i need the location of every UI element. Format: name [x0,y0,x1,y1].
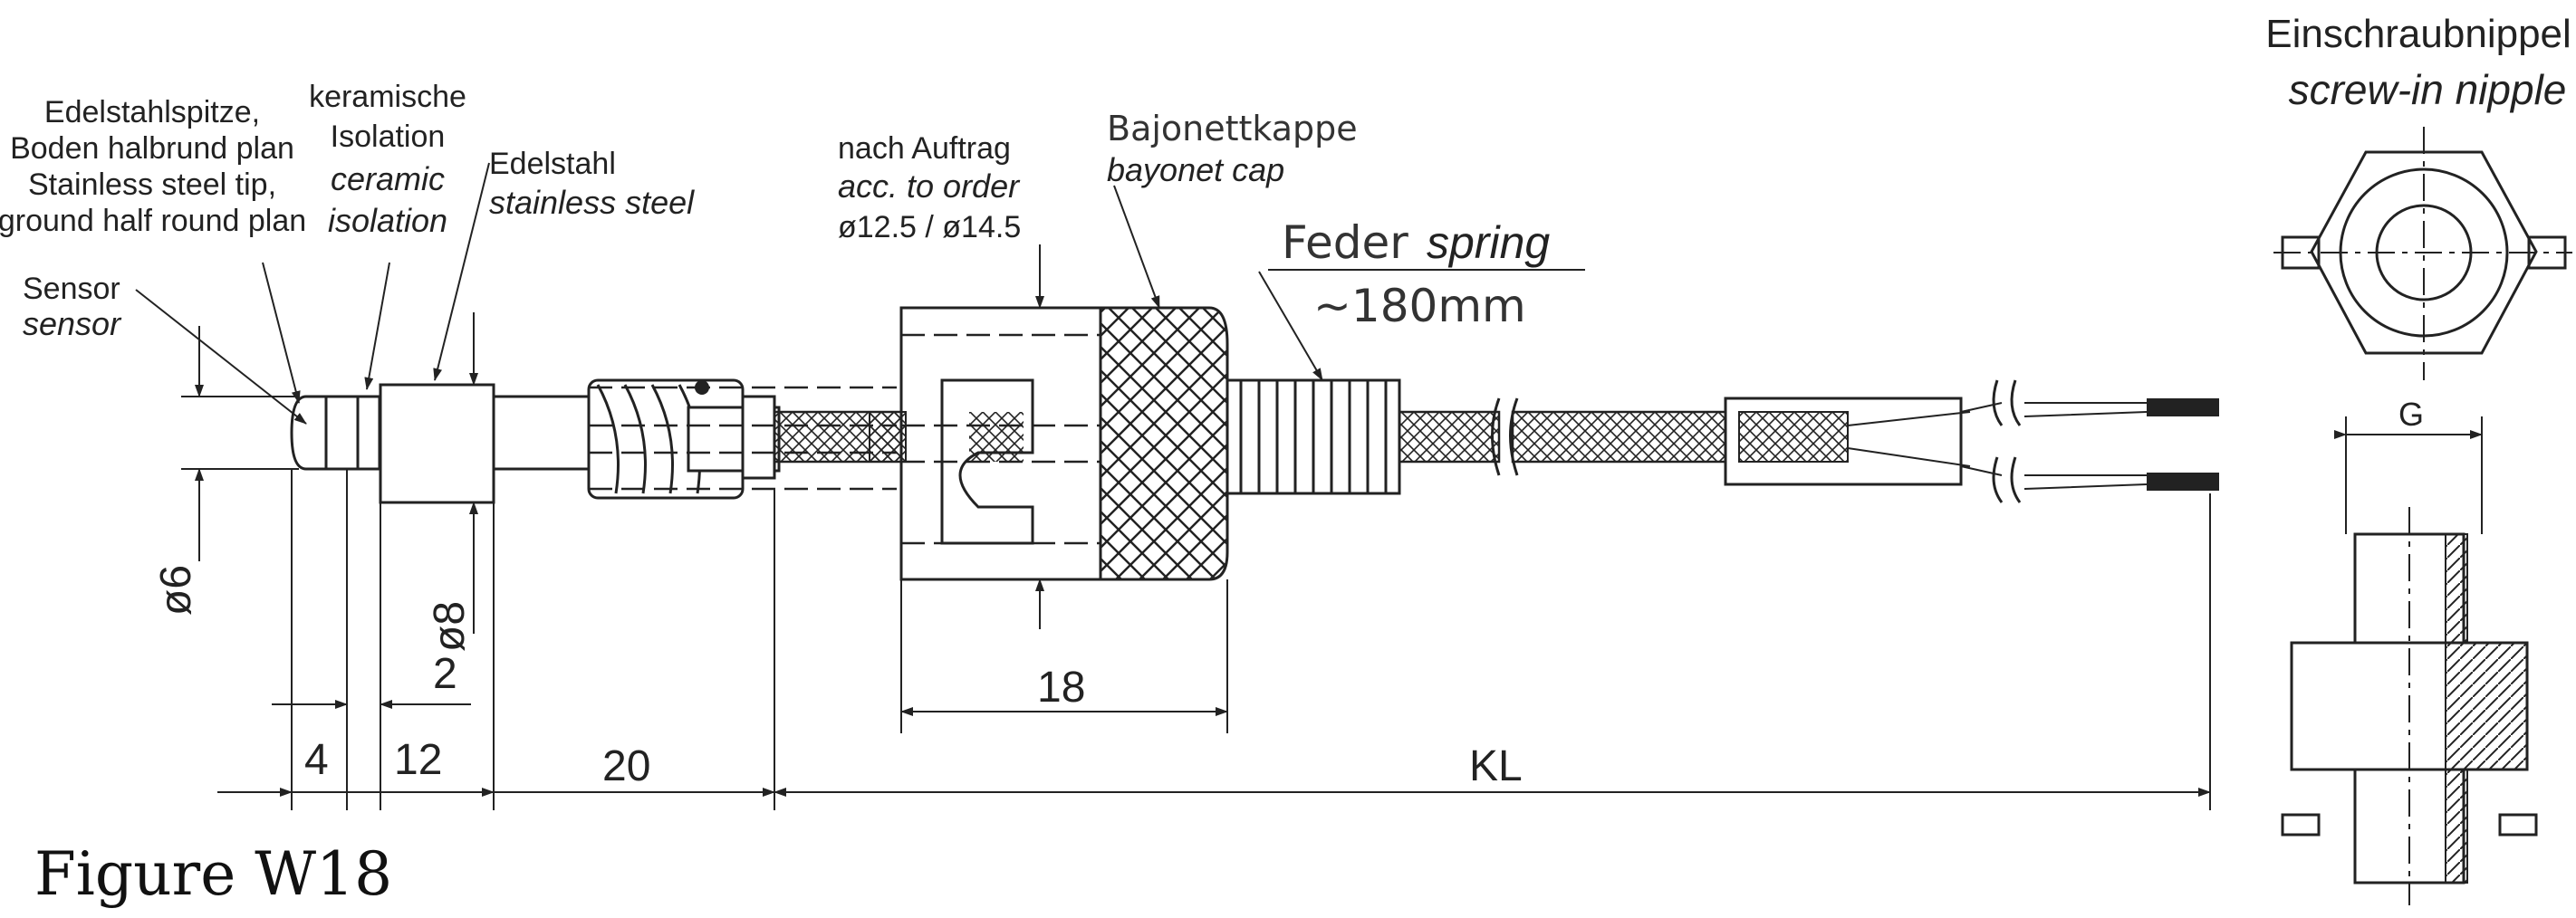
order-label-de: nach Auftrag [838,131,1011,166]
bayonet-body [899,306,1102,581]
steel-label-en: stainless steel [489,184,695,221]
dim-dia-8: ø8 [426,601,474,652]
dim-2: 2 [433,650,457,698]
dimension-lines [135,162,2211,810]
steel-label-de: Edelstahl [489,147,616,181]
tip-label-en-1: Stainless steel tip, [28,167,276,202]
dim-g: G [2398,396,2424,433]
sensor-label-en: sensor [23,305,122,342]
stainless-tip [290,395,326,471]
ceramic-label-en-2: isolation [328,202,447,239]
tip-label-de-2: Boden halbrund plan [10,131,294,166]
annotation-labels: Edelstahlspitze, Boden halbrund plan Sta… [0,12,2571,342]
ceramic-label-en-1: ceramic [331,160,445,197]
figure-caption: Figure W18 [34,839,392,909]
bayonet-cap [869,306,1229,581]
wire-end-2 [2147,473,2219,491]
dim-kl: KL [1469,742,1523,790]
ceramic-label-de-2: Isolation [331,120,446,154]
nipple-label-en: screw-in nipple [2289,66,2567,113]
dim-dia-6: ø6 [152,565,200,616]
bayonet-label-en: bayonet cap [1107,151,1284,188]
dimension-values: ø6 ø8 2 4 12 20 18 KL G [152,396,2424,790]
spring-label-en: spring [1427,217,1550,268]
braided-cable-2 [1511,410,1741,464]
dim-20: 20 [602,742,650,790]
order-label-en: acc. to order [838,167,1021,205]
sensor-label-de: Sensor [23,272,120,306]
tip-label-en-2: ground half round plan [0,204,306,238]
knurled-ring [1099,306,1229,581]
ceramic-ring [356,395,381,471]
wire-end-1 [2147,398,2219,416]
spring-label-de: Feder [1282,216,1408,269]
bayonet-label-de: Bajonettkappe [1107,109,1358,148]
sensor-probe [290,378,903,504]
cable-spring [1226,378,2219,503]
order-diameters: ø12.5 / ø14.5 [838,210,1021,244]
nipple-label-de: Einschraubnippel [2265,12,2571,56]
ceramic-label-de-1: keramische [309,80,466,114]
steel-sleeve [379,383,495,504]
tip-label-de-1: Edelstahlspitze, [44,95,260,129]
spring-length: ~180mm [1313,280,1526,332]
screw-in-nipple [2273,127,2572,905]
dim-12: 12 [394,736,442,784]
dim-4: 4 [304,736,329,784]
dim-18: 18 [1037,664,1085,712]
